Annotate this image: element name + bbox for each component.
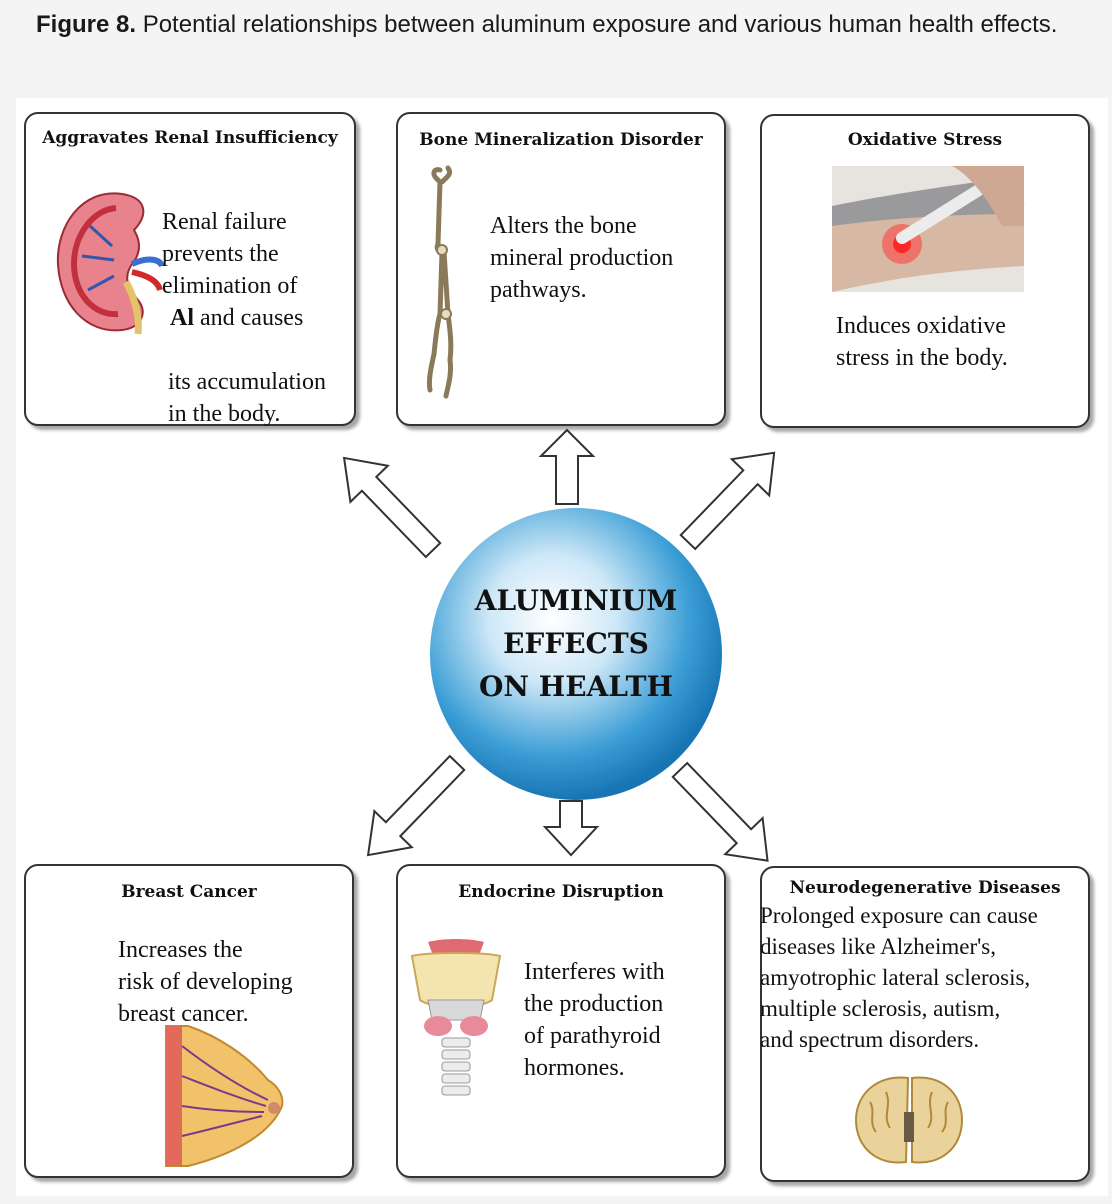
kidney-icon <box>56 192 165 335</box>
box-neuro: Neurodegenerative Diseases Prolonged exp… <box>760 866 1090 1182</box>
box-bone-title: Bone Mineralization Disorder <box>419 130 703 150</box>
box-endocrine-title: Endocrine Disruption <box>458 882 664 902</box>
box-breast: Breast Cancer Increases the risk of deve… <box>24 864 354 1178</box>
box-neuro-title: Neurodegenerative Diseases <box>789 878 1061 898</box>
box-renal-text-a: Renal failure prevents the elimination o… <box>162 209 298 299</box>
center-line1: ALUMINIUM <box>474 584 678 617</box>
brain-section-icon <box>854 1076 964 1164</box>
bone-icon <box>427 165 454 399</box>
center-title: ALUMINIUM EFFECTS ON HEALTH <box>436 579 716 708</box>
box-endocrine: Endocrine Disruption Interferes with the… <box>396 864 726 1178</box>
box-renal-title: Aggravates Renal Insufficiency <box>42 128 338 148</box>
box-oxidative: Oxidative Stress Induces oxidative stres… <box>760 114 1090 428</box>
arrow-to-breast <box>366 754 466 857</box>
box-renal-al: Al <box>170 305 194 331</box>
box-renal-text: Renal failure prevents the elimination o… <box>162 174 362 462</box>
breast-tissue-icon <box>165 1025 284 1167</box>
figure-caption: Figure 8. Potential relationships betwee… <box>36 6 1096 44</box>
box-renal-text-b: and causes <box>194 305 304 331</box>
box-renal-text-c: its accumulation in the body. <box>168 369 326 427</box>
box-breast-text: Increases the risk of developing breast … <box>118 937 293 1027</box>
arrow-to-oxidative <box>679 451 776 551</box>
arrow-to-renal <box>342 456 442 559</box>
box-bone-text: Alters the bone mineral production pathw… <box>490 213 674 303</box>
box-renal: Aggravates Renal Insufficiency Renal fai… <box>24 112 356 427</box>
arrows-layer <box>342 428 776 862</box>
diagram-figure: ALUMINIUM EFFECTS ON HEALTH Aggravates R… <box>16 98 1108 1196</box>
box-breast-title: Breast Cancer <box>121 882 257 902</box>
arrow-to-endocrine <box>542 800 600 857</box>
figure-label: Figure 8. <box>36 11 137 38</box>
arrow-to-neuro <box>671 761 769 862</box>
box-oxidative-text: Induces oxidative stress in the body. <box>836 313 1008 371</box>
box-oxidative-title: Oxidative Stress <box>847 130 1003 150</box>
center-circle <box>430 508 722 800</box>
box-endocrine-text: Interferes with the production of parath… <box>524 959 665 1081</box>
center-line3: ON HEALTH <box>479 670 673 703</box>
figure-caption-text: Potential relationships between aluminum… <box>136 11 1058 38</box>
oxidative-stress-photo-icon <box>832 166 1026 292</box>
center-line2: EFFECTS <box>503 627 649 660</box>
thyroid-larynx-icon <box>410 939 502 1096</box>
box-bone: Bone Mineralization Disorder Alters the … <box>396 112 726 426</box>
box-neuro-text: Prolonged exposure can cause diseases li… <box>760 903 1038 1052</box>
arrow-to-bone <box>538 428 596 505</box>
